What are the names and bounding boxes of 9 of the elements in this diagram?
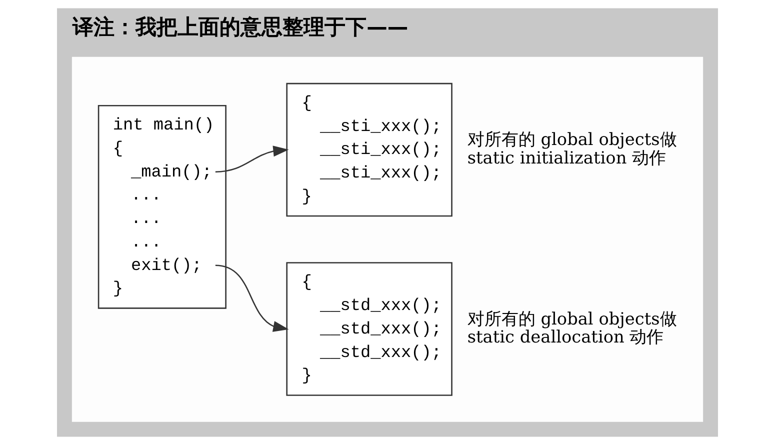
node-label: 对所有的 global objects做 static deallocation 动作 <box>466 308 676 346</box>
node-box: { __std_xxx(); __std_xxx(); __std_xxx(); } <box>286 262 452 396</box>
cluster <box>71 56 703 422</box>
arrow <box>214 146 288 172</box>
node-label: 对所有的 global objects做 static initialization 动作 <box>466 129 676 168</box>
diagram-title: 译注：我把上面的意思整理于下—— <box>72 14 408 39</box>
node-box: { __sti_xxx(); __sti_xxx(); __sti_xxx(); } <box>286 82 452 217</box>
node-box: int main() { _main(); ... ... ... exit(); } <box>97 104 226 309</box>
arrow <box>214 264 288 332</box>
